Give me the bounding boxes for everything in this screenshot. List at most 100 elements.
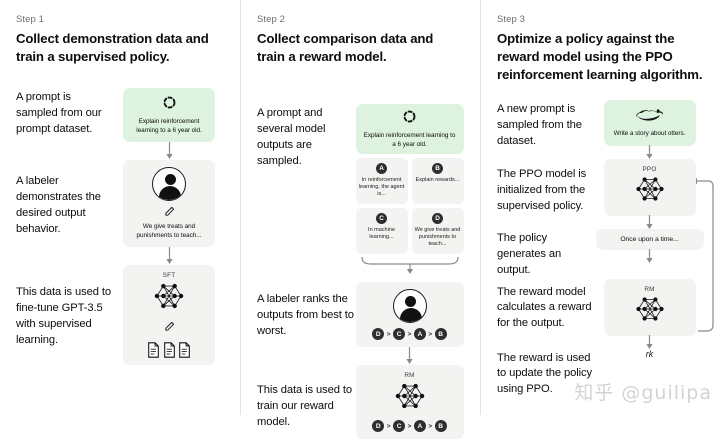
prompt-caption: Write a story about otters. [613, 130, 686, 138]
prompt-caption: Explain reinforcement learning to a 6 ye… [363, 132, 456, 148]
row-art: SFT [114, 265, 224, 366]
document-icons [147, 342, 191, 359]
rm-panel: RM [355, 365, 464, 439]
row-policy-update: The reward is used to update the policy … [497, 349, 704, 399]
arrow-down [645, 144, 654, 159]
rank-separator: > [407, 330, 412, 338]
ranking-row: D > C > A > B [372, 328, 447, 341]
row-text: This data is used to fine-tune GPT-3.5 w… [16, 286, 112, 347]
row-text: A labeler ranks the outputs from best to… [257, 293, 354, 337]
arrow-down [645, 214, 654, 229]
row-ppo-init: The PPO model is initialized from the su… [497, 158, 704, 229]
row-labeler-demo: A labeler demonstrates the desired outpu… [16, 160, 224, 265]
row-text: A labeler demonstrates the desired outpu… [16, 175, 101, 236]
reward-symbol: rk [645, 348, 654, 359]
row-text: This data is used to train our reward mo… [257, 384, 353, 428]
rank-chip: B [434, 420, 447, 433]
pencil-icon [164, 204, 175, 222]
ppo-panel: PPO [603, 158, 696, 216]
dashed-circle-icon [162, 95, 177, 115]
option-card-d[interactable]: D We give treats and punishments to teac… [411, 208, 464, 255]
document-icon [179, 342, 190, 359]
labeler-avatar-icon [392, 289, 427, 324]
option-text: We give treats and punishments to teach.… [414, 226, 461, 248]
labeler-panel: We give treats and punishments to teach.… [123, 160, 215, 248]
option-card-b[interactable]: B Explain rewards... [411, 158, 464, 205]
document-icon [148, 342, 159, 359]
row-text: The PPO model is initialized from the su… [497, 167, 587, 212]
column-step-1: Step 1 Collect demonstration data and tr… [0, 0, 240, 415]
step-3-rows: A new prompt is sampled from the dataset… [497, 100, 704, 398]
arrow-down [165, 247, 174, 265]
column-step-2: Step 2 Collect comparison data and train… [240, 0, 480, 439]
arrow-down [645, 248, 654, 263]
option-card-c[interactable]: C In machine learning... [355, 208, 408, 255]
row-art: Explain reinforcement learning to a 6 ye… [355, 104, 464, 280]
option-badge: C [376, 213, 387, 225]
row-text: A new prompt is sampled from the dataset… [497, 103, 582, 148]
neural-network-icon [629, 174, 671, 209]
output-text: Once upon a time... [620, 235, 679, 243]
row-art: Once upon a time... [595, 228, 704, 263]
step-title-1: Collect demonstration data and train a s… [16, 31, 209, 65]
neural-network-icon [147, 280, 191, 317]
option-text: Explain rewards... [415, 176, 460, 183]
row-text: The reward model calculates a reward for… [497, 285, 592, 330]
row-art: We give treats and punishments to teach.… [114, 160, 224, 265]
prompt-panel: Explain reinforcement learning to a 6 ye… [355, 104, 464, 155]
row-reward-calc: The reward model calculates a reward for… [497, 278, 704, 349]
ranking-row: D > C > A > B [372, 420, 447, 433]
rank-separator: > [428, 422, 433, 430]
row-text: The reward is used to update the policy … [497, 351, 593, 396]
ranking-panel: D > C > A > B [355, 282, 464, 348]
otter-icon [635, 107, 665, 127]
rank-chip: C [393, 328, 406, 341]
sft-tag: SFT [162, 272, 176, 280]
row-art: Write a story about otters. [595, 100, 704, 159]
rank-chip: C [393, 420, 406, 433]
step-label-1: Step 1 [16, 14, 45, 25]
neural-network-icon [629, 294, 671, 329]
option-text: In machine learning... [368, 226, 395, 240]
rank-separator: > [386, 422, 391, 430]
arrow-down [165, 142, 174, 160]
row-labeler-rank: A labeler ranks the outputs from best to… [257, 282, 464, 365]
rank-chip: A [413, 420, 426, 433]
row-art: RM [595, 278, 704, 349]
merge-brace-icon [356, 255, 464, 280]
row-finetune: This data is used to fine-tune GPT-3.5 w… [16, 265, 224, 366]
step-2-rows: A prompt and several model outputs are s… [257, 104, 464, 439]
pencil-icon [164, 319, 175, 337]
output-panel: Once upon a time... [595, 228, 704, 250]
row-train-rm: This data is used to train our reward mo… [257, 365, 464, 439]
row-art: rk [595, 349, 704, 359]
row-text: A prompt is sampled from our prompt data… [16, 91, 102, 135]
row-text: The policy generates an output. [497, 231, 562, 276]
row-policy-output: The policy generates an output. Once upo… [497, 228, 704, 279]
option-badge: D [432, 213, 443, 225]
row-text: A prompt and several model outputs are s… [257, 107, 326, 167]
arrow-down [645, 334, 654, 349]
option-card-a[interactable]: A In reinforcement learning, the agent i… [355, 158, 408, 205]
rank-chip: B [434, 328, 447, 341]
step-label-2: Step 2 [257, 14, 286, 25]
rm-tag: RM [404, 372, 415, 380]
option-badge: A [376, 163, 387, 175]
labeler-caption: We give treats and punishments to teach.… [136, 223, 202, 239]
rank-chip: D [372, 420, 385, 433]
labeler-avatar-icon [152, 167, 186, 202]
rank-separator: > [428, 330, 433, 338]
rank-chip: A [413, 328, 426, 341]
rm-panel: RM [603, 278, 696, 336]
step-title-3: Optimize a policy against the reward mod… [497, 31, 703, 83]
row-prompt-sample: A prompt is sampled from our prompt data… [16, 88, 224, 160]
dashed-circle-icon [402, 109, 417, 129]
step-label-3: Step 3 [497, 14, 526, 25]
rank-separator: > [407, 422, 412, 430]
rank-chip: D [372, 328, 385, 341]
step-title-2: Collect comparison data and train a rewa… [257, 31, 434, 65]
output-options-grid: A In reinforcement learning, the agent i… [355, 158, 464, 255]
step-1-rows: A prompt is sampled from our prompt data… [16, 88, 224, 366]
sft-panel: SFT [123, 265, 215, 366]
